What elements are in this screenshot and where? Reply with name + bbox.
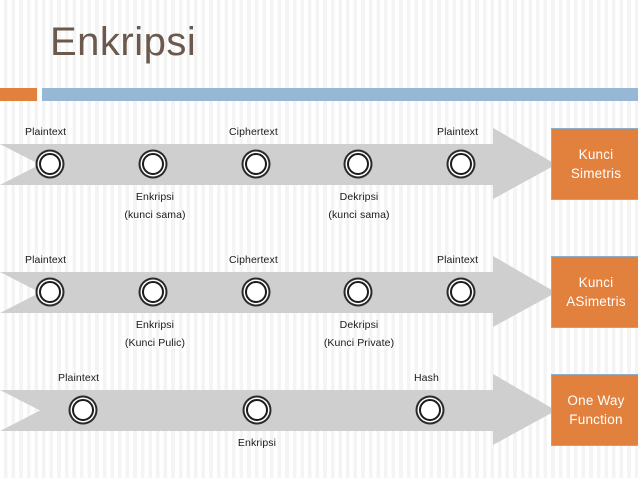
label-encrypt-title: Enkripsi (135, 319, 175, 331)
arrow-shape-asymmetric (0, 256, 556, 327)
node-marker (245, 281, 267, 303)
label-decrypt-key: (Kunci Private) (323, 337, 395, 349)
keybox-one-way-line2: Function (569, 412, 623, 427)
keybox-symmetric[interactable]: Kunci Simetris (551, 128, 638, 200)
node-marker (347, 281, 369, 303)
label-encrypt-key: (Kunci Pulic) (124, 337, 186, 349)
label-ciphertext: Ciphertext (229, 126, 278, 138)
label-plaintext-output: Plaintext (437, 126, 479, 138)
label-hash-output: Hash (414, 372, 439, 384)
arrow-shape-symmetric (0, 128, 556, 199)
keybox-one-way-function[interactable]: One Way Function (551, 374, 638, 446)
label-decrypt-key: (kunci sama) (328, 209, 390, 221)
label-plaintext-output: Plaintext (437, 254, 479, 266)
node-marker (419, 399, 441, 421)
label-decrypt-title: Dekripsi (339, 319, 379, 331)
label-plaintext-input: Plaintext (25, 254, 67, 266)
node-marker (142, 153, 164, 175)
node-marker (72, 399, 94, 421)
node-marker (450, 153, 472, 175)
keybox-asymmetric[interactable]: Kunci ASimetris (551, 256, 638, 328)
node-marker (245, 153, 267, 175)
keybox-asymmetric-line1: Kunci (578, 275, 614, 290)
label-plaintext-input: Plaintext (25, 126, 67, 138)
node-marker (246, 399, 268, 421)
keybox-asymmetric-line2: ASimetris (566, 294, 626, 309)
label-decrypt-title: Dekripsi (339, 191, 379, 203)
keybox-symmetric-line1: Kunci (578, 147, 614, 162)
node-marker (450, 281, 472, 303)
label-encrypt-title: Enkripsi (237, 437, 277, 449)
keybox-one-way-line1: One Way (567, 393, 625, 408)
node-marker (347, 153, 369, 175)
title-rule-blue (42, 88, 638, 101)
label-plaintext-input: Plaintext (58, 372, 100, 384)
label-ciphertext: Ciphertext (229, 254, 278, 266)
node-marker (39, 153, 61, 175)
keybox-symmetric-line2: Simetris (570, 166, 622, 181)
arrow-shape-hash (0, 374, 556, 445)
node-marker (39, 281, 61, 303)
label-encrypt-title: Enkripsi (135, 191, 175, 203)
node-marker (142, 281, 164, 303)
title-rule-orange (0, 88, 37, 101)
page-title: Enkripsi (50, 20, 197, 64)
label-encrypt-key: (kunci sama) (124, 209, 186, 221)
